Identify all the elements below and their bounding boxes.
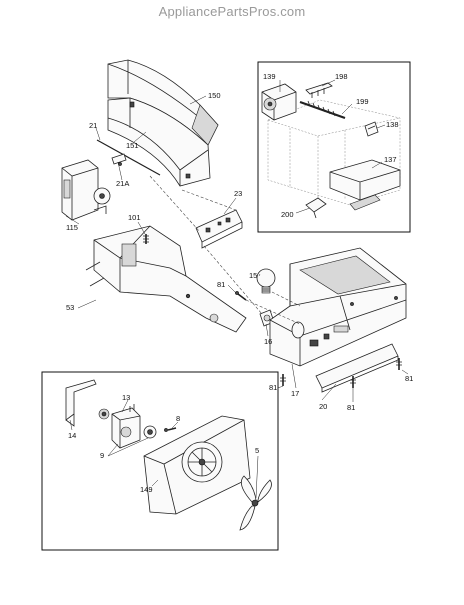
callout-139: 139 <box>263 72 276 81</box>
part-15-lamp[interactable] <box>256 268 276 294</box>
callout-81-d: 81 <box>405 374 413 383</box>
callout-151: 151 <box>126 141 139 150</box>
part-81-screw-b[interactable] <box>280 374 286 386</box>
part-9-mount[interactable] <box>143 425 157 439</box>
callout-137: 137 <box>384 155 397 164</box>
callout-17: 17 <box>291 389 299 398</box>
callout-14: 14 <box>68 431 76 440</box>
callout-53: 53 <box>66 303 74 312</box>
part-81-screw-a[interactable] <box>235 291 247 301</box>
inset-box-top-right <box>257 61 411 233</box>
part-200-flap[interactable] <box>305 197 327 219</box>
part-101-screw[interactable] <box>143 234 149 244</box>
callout-labels: 150 151 21 21A 115 23 101 15 81 53 16 17… <box>66 72 413 494</box>
part-13-fan-motor[interactable] <box>111 404 141 449</box>
part-21a-fitting[interactable] <box>111 153 127 166</box>
part-53-frame[interactable] <box>85 225 247 333</box>
callout-200: 200 <box>281 210 294 219</box>
callout-198: 198 <box>335 72 348 81</box>
callout-81-a: 81 <box>217 280 225 289</box>
part-8-screw[interactable] <box>164 427 177 432</box>
part-151-duct-lower[interactable] <box>107 97 211 187</box>
callout-5: 5 <box>255 446 259 455</box>
part-149-fan-shroud[interactable] <box>143 415 251 515</box>
callout-149: 149 <box>140 485 153 494</box>
part-139-auger-motor[interactable] <box>261 83 297 121</box>
part-14-bracket[interactable] <box>65 379 110 427</box>
assembly-guide-lines <box>149 175 301 325</box>
part-199-rod[interactable] <box>299 100 346 120</box>
part-137-container[interactable] <box>329 159 401 211</box>
watermark-text: AppliancePartsPros.com <box>158 4 306 19</box>
callout-81-c: 81 <box>347 403 355 412</box>
callout-150: 150 <box>208 91 221 100</box>
part-81-screw-c[interactable] <box>350 376 356 388</box>
callout-13: 13 <box>122 393 130 402</box>
callout-16: 16 <box>264 337 272 346</box>
part-198-bracket[interactable] <box>305 82 333 98</box>
part-138-clip[interactable] <box>364 121 379 137</box>
callout-21: 21 <box>89 121 97 130</box>
callout-101: 101 <box>128 213 141 222</box>
callout-21a: 21A <box>116 179 129 188</box>
callout-20: 20 <box>319 402 327 411</box>
callout-115: 115 <box>66 223 78 232</box>
callout-199: 199 <box>356 97 369 106</box>
part-23-control-board[interactable] <box>195 209 243 249</box>
inset-box-bottom-left <box>41 371 279 551</box>
part-81-screw-d[interactable] <box>396 358 402 370</box>
inset-ghost-housing <box>267 99 401 206</box>
part-5-fan-blade[interactable] <box>239 475 272 531</box>
leader-lines <box>65 79 409 499</box>
callout-9: 9 <box>100 451 104 460</box>
part-17-main-housing[interactable] <box>269 247 407 367</box>
callout-23: 23 <box>234 189 242 198</box>
callout-8: 8 <box>176 414 180 423</box>
callout-15: 15 <box>249 271 257 280</box>
part-20-trim-plate[interactable] <box>315 343 399 393</box>
callout-81-b: 81 <box>269 383 277 392</box>
part-115-housing[interactable] <box>61 159 111 221</box>
part-21-shaft[interactable] <box>96 139 161 176</box>
callout-138: 138 <box>386 120 399 129</box>
